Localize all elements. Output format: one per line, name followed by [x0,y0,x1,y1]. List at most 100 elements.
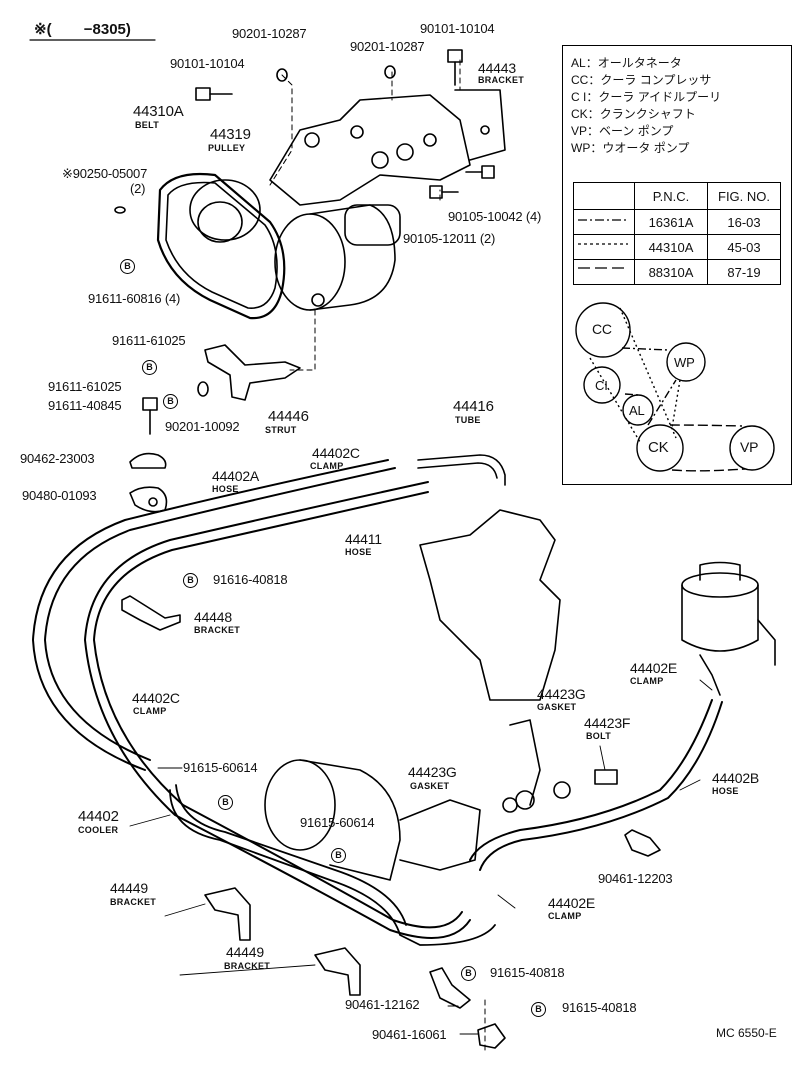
part-label: 44319 [210,126,251,143]
belt-node-label: CC [592,321,612,337]
part-description: BELT [135,120,160,130]
part-description: GASKET [537,702,577,712]
part-description: CLAMP [310,461,344,471]
table-header-cell: FIG. NO. [707,182,781,210]
fig-cell: 16-03 [707,209,781,235]
part-label: 44310A [133,103,184,120]
fig-cell: 45-03 [707,234,781,260]
part-label: 91611-60816 (4) [88,291,181,306]
gasket-set [502,719,618,813]
table-header-cell [573,182,635,210]
part-label: 90101-10104 [170,56,245,71]
pnc-cell: 16361A [634,209,708,235]
legend-abbrev-row: C I：クーラ アイドルプーリ [571,90,722,104]
part-description: BRACKET [478,75,525,85]
cooler-44402 [169,784,496,946]
part-description: GASKET [410,781,450,791]
part-description: BRACKET [110,897,157,907]
steering-gear [419,509,561,701]
b-mark-icon: B [531,1002,546,1017]
part-label: 44416 [453,398,494,415]
part-description: HOSE [345,547,372,557]
part-label: 44402E [630,660,678,676]
part-label: 44402 [78,808,119,825]
pnc-table-header: P.N.C. FIG. NO. [573,182,781,210]
part-label: ※90250-05007 [62,166,148,181]
part-description: HOSE [212,484,239,494]
part-label: 44446 [268,408,309,425]
part-description: PULLEY [208,143,246,153]
b-mark-icon: B [331,848,346,863]
part-label: 90462-23003 [20,451,95,466]
pump-bracket [269,89,506,206]
part-label: (2) [130,181,146,196]
bracket-44449-b [314,947,361,996]
part-label: 91611-61025 [48,379,122,394]
part-label: 90201-10092 [165,419,240,434]
part-label: 44402B [712,770,760,786]
pnc-cell: 44310A [634,234,708,260]
part-label: 90480-01093 [22,488,97,503]
part-label: 44443 [478,60,516,76]
part-label: 44411 [345,531,382,547]
part-label: 90105-12011 (2) [403,231,496,246]
reservoir [681,561,776,696]
b-mark-icon: B [218,795,233,810]
part-label: 91615-60614 [300,815,375,830]
part-label: 44423G [408,764,457,780]
pulley [189,179,261,243]
legend-abbrev-row: CK：クランクシャフト [571,107,696,121]
part-label: 90201-10287 [232,26,307,41]
part-label: 44448 [194,609,232,625]
legend-box: AL：オールタネータ CC：クーラ コンプレッサ C I：クーラ アイドルプーリ… [562,45,792,485]
bolts [114,49,495,435]
belt-node-label: WP [674,355,695,370]
applicability-range: −8305) [83,21,131,38]
vane-pump [274,204,401,311]
belt-node-label: AL [629,403,645,418]
clamp-90461-12203 [624,829,661,857]
applicability-header: ※( −8305) [34,20,131,38]
part-label: 44423G [537,686,586,702]
clamp-90461-12162 [429,967,471,1009]
legend-abbrev-row: WP：ウオータ ポンプ [571,141,690,155]
b-mark-icon: B [461,966,476,981]
belt-node-label: VP [740,439,759,455]
hose-44402A [32,459,396,771]
belt-node-label: CI [595,378,608,393]
b-mark-icon: B [183,573,198,588]
belt-node-label: CK [648,439,669,456]
part-label: 44402E [548,895,596,911]
hose-44402B [469,699,723,871]
part-label: 44449 [226,944,264,960]
part-label: 91611-40845 [48,398,122,413]
part-label: 91615-40818 [562,1000,637,1015]
belt [156,172,286,320]
bracket-44449-a [204,887,251,941]
part-description: STRUT [265,425,297,435]
part-description: CLAMP [630,676,664,686]
belt-routing-diagram [575,302,775,472]
bracket-44448 [121,595,181,631]
part-description: CLAMP [548,911,582,921]
part-description: COOLER [78,825,119,835]
part-label: 44449 [110,880,148,896]
applicability-mark: ※( [34,21,52,38]
steering-box [264,759,481,881]
part-label: 90201-10287 [350,39,425,54]
pnc-cell: 88310A [634,259,708,285]
part-label: 91615-40818 [490,965,565,980]
clamp-90462 [129,452,167,469]
part-label: 90101-10104 [420,21,495,36]
clamp-90461-16061 [477,1023,506,1049]
part-label: 90461-12203 [598,871,673,886]
part-description: BOLT [586,731,612,741]
part-label: 90461-16061 [372,1027,447,1042]
part-description: TUBE [455,415,481,425]
fig-cell: 87-19 [707,259,781,285]
part-label: 44423F [584,715,631,731]
